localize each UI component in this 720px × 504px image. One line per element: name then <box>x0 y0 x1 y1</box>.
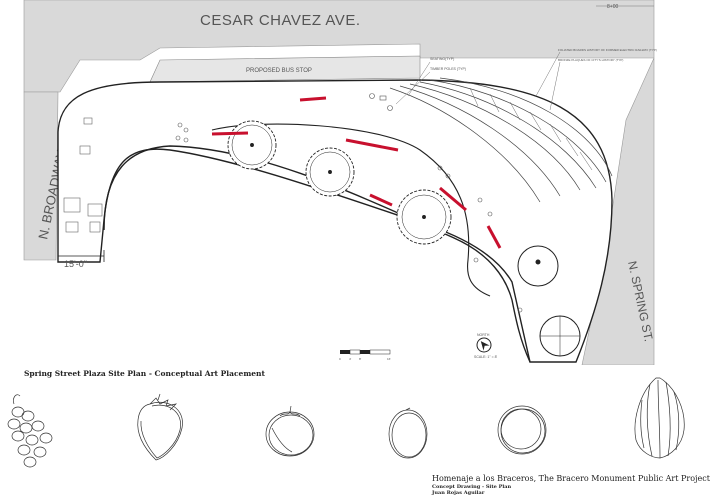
sidewalk-furniture <box>63 117 103 233</box>
north-arrow-icon <box>476 337 492 353</box>
tomato-sketch <box>265 405 315 457</box>
drawing-subtitle: Concept Drawing - Site Plan <box>432 484 512 490</box>
art-piece-2 <box>211 131 249 136</box>
orange-sketch <box>497 405 547 455</box>
art-piece-3 <box>345 138 399 152</box>
north-label: NORTH <box>477 333 490 337</box>
scale-bar <box>340 349 391 355</box>
art-piece-5 <box>439 186 467 212</box>
tree-2 <box>305 147 355 197</box>
scale-tick-1: 4' <box>349 357 352 361</box>
lawn-edge <box>103 145 531 363</box>
art-piece-6 <box>486 225 502 249</box>
note-leaders <box>395 51 561 111</box>
railway-history-lines <box>389 77 613 203</box>
lettuce-sketch <box>634 377 685 459</box>
station-label: 8+00 <box>607 4 618 10</box>
art-piece-4 <box>369 193 393 207</box>
site-plan: 8+00 CESAR CHAVEZ AVE. N. BROADWAY N. SP… <box>23 0 657 365</box>
art-piece-1 <box>299 96 327 102</box>
note-history: FOLIATED BOARDS HISTORY OF FORMER ELECTR… <box>558 48 657 52</box>
art-placements <box>211 96 502 249</box>
tree-1 <box>227 120 277 170</box>
note-seating: SEATING(TYP) <box>430 57 454 61</box>
bus-stop-zone <box>149 55 421 83</box>
broadway-street <box>23 91 59 261</box>
scale-tick-3: 16' <box>387 357 391 361</box>
note-plaques: BRONZE PLAQUES OF CITY'S HISTORY (TYP) <box>558 58 623 62</box>
planter-1 <box>517 245 559 287</box>
produce-sketches <box>7 377 685 468</box>
strawberry-sketch <box>137 393 183 461</box>
tree-3 <box>396 189 452 245</box>
lemon-sketch <box>388 407 428 459</box>
dimension-label: 15'-0" <box>64 259 87 269</box>
seating-symbols <box>175 93 523 313</box>
street-label-top: CESAR CHAVEZ AVE. <box>200 12 361 29</box>
grapes-sketch <box>7 394 53 468</box>
scale-tick-0: 0 <box>339 357 341 361</box>
scale-label: SCALE: 1" = 8' <box>474 355 498 359</box>
artist-name: Juan Rojas Aguilar <box>432 490 485 496</box>
railway-cross-ticks <box>469 87 593 171</box>
seating-loop <box>211 123 491 297</box>
scale-tick-2: 8' <box>359 357 362 361</box>
title-block: Homenaje a los Braceros, The Bracero Mon… <box>432 474 716 496</box>
project-title: Homenaje a los Braceros, The Bracero Mon… <box>432 474 710 483</box>
bus-stop-label: PROPOSED BUS STOP <box>246 68 312 74</box>
note-poles: TIMBER POLES (TYP) <box>430 67 466 71</box>
dimension-line <box>57 250 105 262</box>
planter-2 <box>539 315 581 357</box>
plan-caption: Spring Street Plaza Site Plan - Conceptu… <box>24 369 265 378</box>
